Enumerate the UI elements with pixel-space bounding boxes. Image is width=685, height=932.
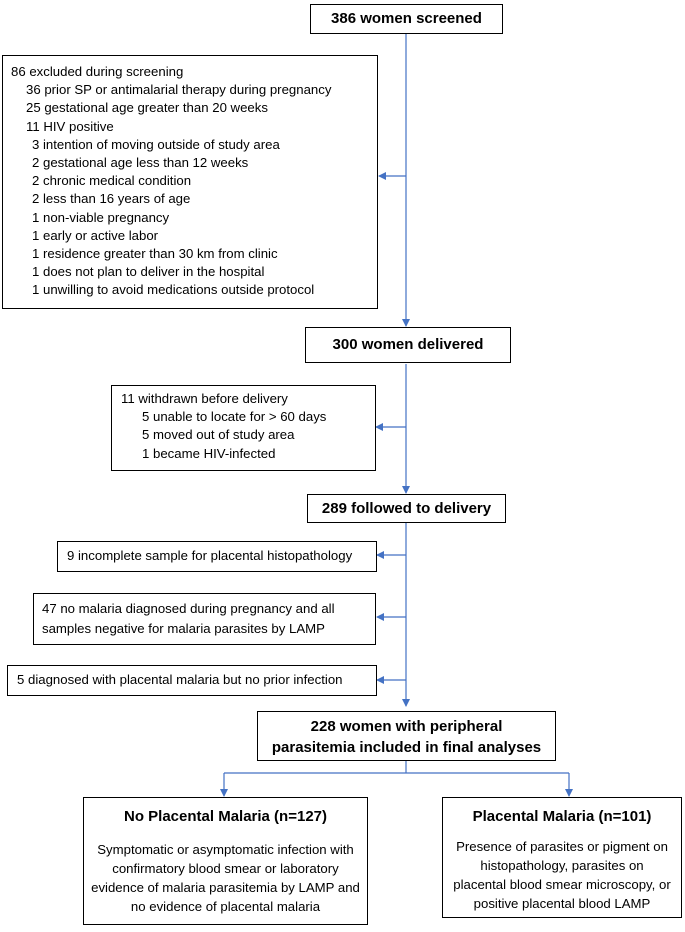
- screened-label: 386 women screened: [331, 10, 482, 27]
- delivered-label: 300 women delivered: [332, 336, 484, 353]
- placental-desc-line: positive placental blood LAMP: [473, 896, 651, 911]
- excluded-reason: 1 residence greater than 30 km from clin…: [32, 246, 278, 262]
- followed-label: 289 followed to delivery: [321, 500, 492, 517]
- excluded-reason: 1 does not plan to deliver in the hospit…: [32, 264, 265, 280]
- excluded-reason: 3 intention of moving outside of study a…: [32, 136, 280, 152]
- screened-box: 386 women screened: [310, 4, 503, 34]
- excluded-reason: 25 gestational age greater than 20 weeks: [26, 100, 268, 116]
- excluded-reason: 2 gestational age less than 12 weeks: [32, 155, 249, 171]
- excluded-box: 86 excluded during screening 36 prior SP…: [2, 55, 378, 309]
- no-malaria-line2: samples negative for malaria parasites b…: [42, 621, 325, 636]
- no-placental-box: No Placental Malaria (n=127) Symptomatic…: [83, 797, 368, 925]
- withdrawn-heading: 11 withdrawn before delivery: [121, 391, 288, 406]
- incomplete-label: 9 incomplete sample for placental histop…: [67, 548, 353, 563]
- placental-desc-line: placental blood smear microscopy, or: [453, 877, 671, 892]
- excluded-reason: 1 non-viable pregnancy: [32, 209, 170, 225]
- withdrawn-reason: 1 became HIV-infected: [142, 445, 276, 461]
- excluded-reason: 11 HIV positive: [26, 118, 114, 134]
- incomplete-box: 9 incomplete sample for placental histop…: [57, 541, 377, 572]
- withdrawn-reason: 5 unable to locate for > 60 days: [142, 409, 327, 425]
- placental-title: Placental Malaria (n=101): [472, 808, 652, 825]
- withdrawn-box: 11 withdrawn before delivery 5 unable to…: [111, 385, 376, 471]
- placental-box: Placental Malaria (n=101) Presence of pa…: [442, 797, 682, 918]
- placental-no-prior-label: 5 diagnosed with placental malaria but n…: [17, 672, 343, 687]
- no-placental-title: No Placental Malaria (n=127): [124, 808, 327, 825]
- withdrawn-reason: 5 moved out of study area: [142, 427, 295, 443]
- excluded-reason: 36 prior SP or antimalarial therapy duri…: [26, 82, 332, 98]
- no-malaria-line1: 47 no malaria diagnosed during pregnancy…: [42, 601, 335, 616]
- placental-desc-line: histopathology, parasites on: [480, 858, 644, 873]
- excluded-reason: 2 chronic medical condition: [32, 173, 192, 189]
- excluded-reason: 1 unwilling to avoid medications outside…: [32, 282, 315, 298]
- no-malaria-box: 47 no malaria diagnosed during pregnancy…: [33, 593, 376, 645]
- placental-desc-line: Presence of parasites or pigment on: [456, 839, 668, 854]
- no-placental-description: Symptomatic or asymptomatic infection wi…: [84, 840, 367, 916]
- included-line1: 228 women with peripheral: [310, 718, 503, 735]
- included-box: 228 women with peripheral parasitemia in…: [257, 711, 556, 761]
- excluded-reason: 1 early or active labor: [32, 227, 159, 243]
- no-placental-desc-line: no evidence of placental malaria: [130, 899, 321, 914]
- delivered-box: 300 women delivered: [305, 327, 511, 363]
- excluded-heading: 86 excluded during screening: [11, 64, 184, 79]
- no-placental-desc-line: Symptomatic or asymptomatic infection wi…: [97, 842, 354, 857]
- no-placental-desc-line: confirmatory blood smear or laboratory: [112, 861, 339, 876]
- placental-no-prior-box: 5 diagnosed with placental malaria but n…: [7, 665, 377, 696]
- excluded-reason: 2 less than 16 years of age: [32, 191, 191, 207]
- no-placental-desc-line: evidence of malaria parasitemia by LAMP …: [91, 880, 360, 895]
- followed-box: 289 followed to delivery: [307, 494, 506, 523]
- included-line2: parasitemia included in final analyses: [271, 739, 542, 756]
- placental-description: Presence of parasites or pigment on hist…: [443, 837, 681, 913]
